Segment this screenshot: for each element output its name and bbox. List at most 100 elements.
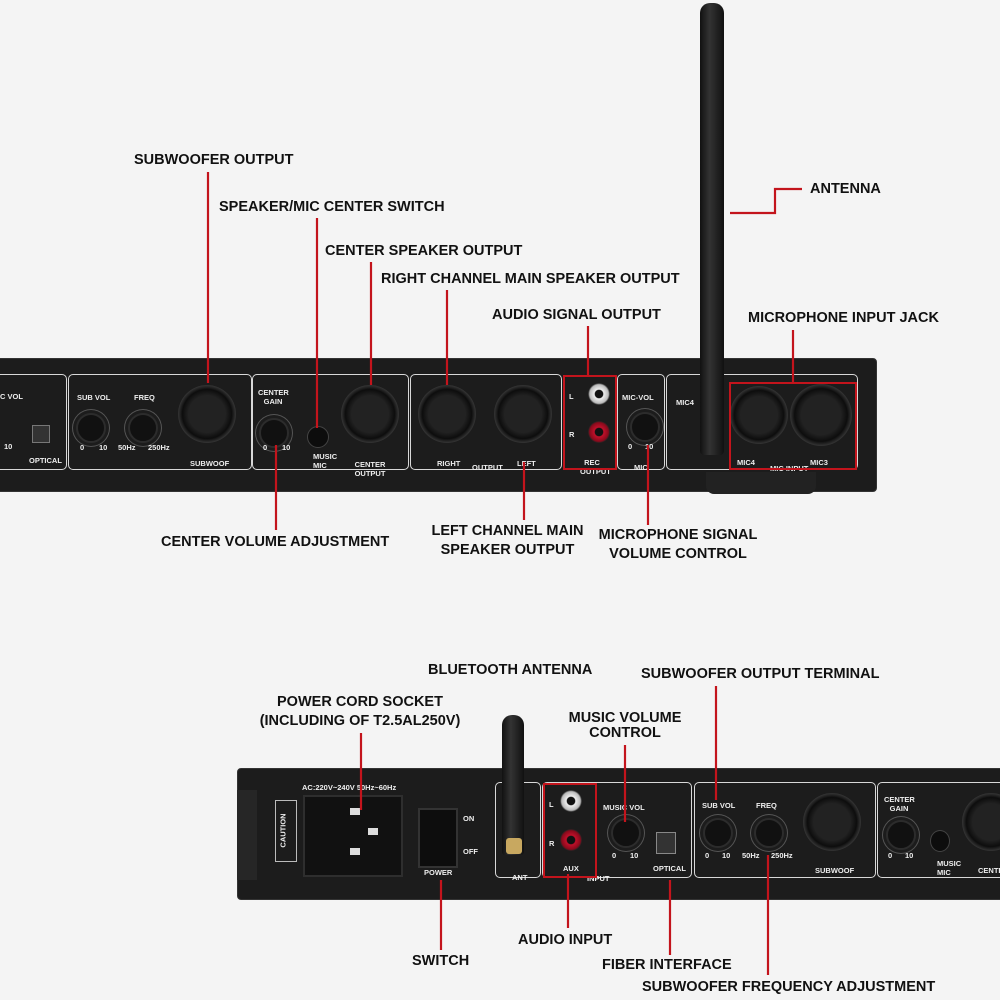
label: 50Hz (118, 443, 136, 452)
label (368, 828, 378, 835)
center-output-xlr-jack[interactable] (341, 385, 399, 443)
line: POWER CORD SOCKET (277, 694, 443, 710)
center-gain-knob[interactable] (886, 820, 916, 850)
freq-knob[interactable] (128, 413, 158, 443)
caution-sticker: CAUTION (275, 800, 297, 862)
callout-sub-terminal: SUBWOOFER OUTPUT TERMINAL (641, 666, 880, 682)
label: AUX (563, 864, 579, 873)
right-xlr-jack[interactable] (418, 385, 476, 443)
label: 10 (282, 443, 291, 452)
line: CONTROL (589, 725, 661, 741)
label: SUBWOOF (815, 866, 855, 875)
label: OFF (463, 847, 478, 856)
label: SUBWOOF (190, 459, 230, 468)
label: ANT (512, 873, 528, 882)
aux-input-highlight (543, 783, 597, 878)
label: 0 (705, 851, 710, 860)
panel-subwoofer (68, 374, 252, 470)
label: MIC (937, 868, 951, 877)
label: MIC (313, 461, 327, 470)
leader-antenna (730, 187, 802, 215)
freq-knob[interactable] (754, 818, 784, 848)
line: VOLUME CONTROL (609, 546, 747, 562)
callout-mic-input-jack: MICROPHONE INPUT JACK (748, 310, 939, 326)
subwoofer-xlr-jack[interactable] (178, 385, 236, 443)
callout-power-socket: POWER CORD SOCKET (INCLUDING OF T2.5AL250… (250, 693, 470, 731)
panel-subwoofer-bottom (694, 782, 876, 878)
label: INPUT (587, 874, 610, 883)
antenna-connector (506, 838, 522, 854)
panel-input (542, 782, 692, 878)
aux-r-jack[interactable] (560, 829, 582, 851)
line: MUSIC VOLUME (568, 710, 682, 726)
label: OPTICAL (29, 456, 62, 465)
optical-port[interactable] (656, 832, 676, 854)
label: 10 (722, 851, 731, 860)
label: C VOL (0, 392, 23, 401)
label: 250Hz (148, 443, 170, 452)
label: AC:220V~240V 50Hz~60Hz (302, 783, 397, 792)
label: 0 (612, 851, 617, 860)
callout-audio-input: AUDIO INPUT (518, 932, 613, 948)
label: REC OUTPUT (580, 458, 611, 476)
line: (INCLUDING OF T2.5AL250V) (259, 713, 461, 729)
label: 250Hz (771, 851, 793, 860)
foot (706, 472, 816, 494)
callout-fiber: FIBER INTERFACE (602, 957, 732, 973)
callout-antenna: ANTENNA (810, 181, 881, 197)
subwoofer-xlr-jack[interactable] (803, 793, 861, 851)
callout-mic-volume: MICROPHONE SIGNAL VOLUME CONTROL (596, 526, 760, 564)
label: OPTICAL (653, 864, 686, 873)
callout-bluetooth-antenna: BLUETOOTH ANTENNA (428, 662, 593, 678)
callout-sub-freq: SUBWOOFER FREQUENCY ADJUSTMENT (642, 979, 936, 995)
panel-output (410, 374, 562, 470)
side-bracket (237, 790, 257, 880)
label: MIC-VOL (622, 393, 654, 402)
mic3-xlr-jack[interactable] (790, 384, 852, 446)
callout-left-channel: LEFT CHANNEL MAIN SPEAKER OUTPUT (425, 522, 590, 560)
label: 10 (4, 442, 13, 451)
sub-vol-knob[interactable] (703, 818, 733, 848)
label: 0 (628, 442, 633, 451)
speaker-mic-switch[interactable] (930, 830, 950, 852)
antenna (700, 3, 724, 455)
label: MUSIC (313, 452, 338, 461)
bluetooth-antenna (502, 715, 524, 855)
callout-subwoofer-output: SUBWOOFER OUTPUT (134, 152, 294, 168)
callout-audio-signal-output: AUDIO SIGNAL OUTPUT (492, 307, 661, 323)
panel-center (252, 374, 409, 470)
label: 10 (645, 442, 654, 451)
aux-l-jack[interactable] (560, 790, 582, 812)
rec-output-r-jack[interactable] (588, 421, 610, 443)
callout-switch: SWITCH (412, 953, 470, 969)
panel-center-bottom (877, 782, 1000, 878)
mic-vol-knob[interactable] (630, 412, 660, 442)
label: MUSIC VOL (603, 803, 645, 812)
label: CENTER GAIN (884, 795, 915, 813)
rec-output-l-jack[interactable] (588, 383, 610, 405)
mic4-xlr-jack[interactable] (730, 386, 788, 444)
label: SUB VOL (77, 393, 111, 402)
sub-vol-knob[interactable] (76, 413, 106, 443)
label: MIC4 (676, 398, 694, 407)
left-xlr-jack[interactable] (494, 385, 552, 443)
line: LEFT CHANNEL MAIN (431, 523, 584, 539)
center-gain-knob[interactable] (259, 418, 289, 448)
label: FREQ (134, 393, 155, 402)
label: ON (463, 814, 475, 823)
label: MUSIC (937, 859, 962, 868)
label: L (569, 392, 574, 401)
label: LEFT (517, 459, 536, 468)
line: SPEAKER OUTPUT (440, 542, 575, 558)
line: MICROPHONE SIGNAL (598, 527, 758, 543)
label: SUB VOL (702, 801, 736, 810)
rec-output-highlight (563, 375, 617, 470)
label: 0 (888, 851, 893, 860)
label (350, 848, 360, 855)
label: CENTER OUTPUT (354, 460, 386, 478)
label: MIC (634, 463, 648, 472)
power-switch[interactable] (418, 808, 458, 868)
label: 10 (630, 851, 639, 860)
